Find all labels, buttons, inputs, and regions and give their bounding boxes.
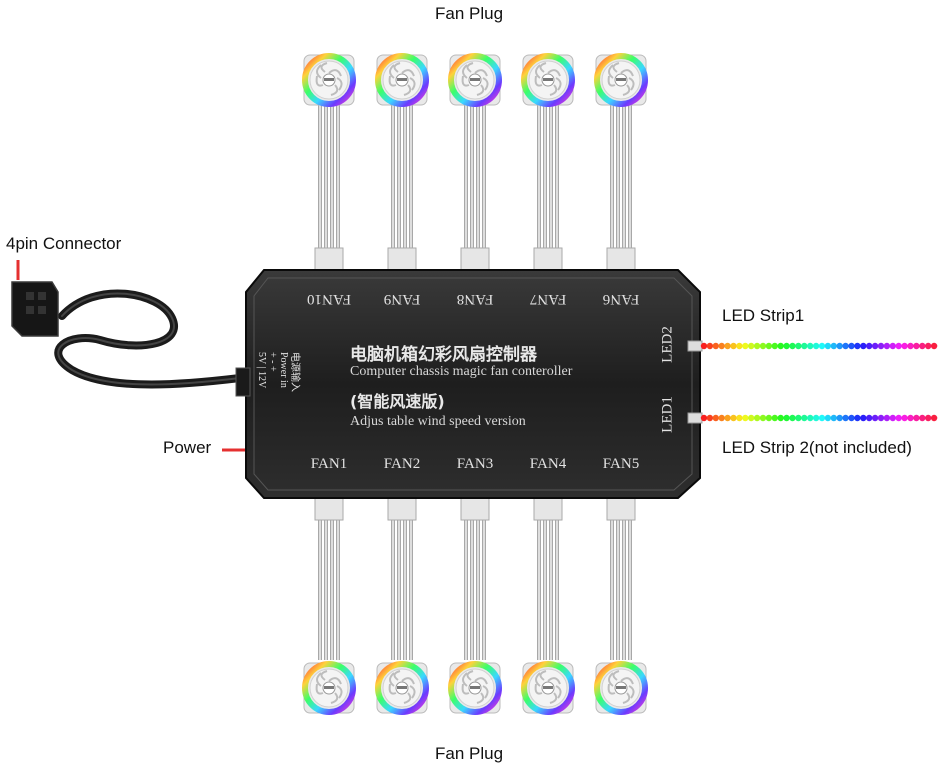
power-in-socket [235,367,251,397]
top-rgb-fan [450,55,500,105]
hub-title-cn: 电脑机箱幻彩风扇控制器 [350,345,537,365]
port-fan6: FAN6 [602,291,640,307]
bottom-cable-bundle [537,506,559,660]
bottom-cable-bundle [391,506,413,660]
top-cable-bundle [464,104,486,262]
bottom-fan-plug [460,497,490,521]
top-cable-bundle [391,104,413,262]
port-fan2: FAN2 [383,456,421,472]
bottom-cable-bundle [610,506,632,660]
bottom-fan-plug [606,497,636,521]
hub-subtitle-cn: (智能风速版) [350,392,445,411]
top-fan-plug [314,247,344,271]
controller-hub [245,269,701,499]
connector-label: 4pin Connector [6,234,122,253]
top-rgb-fan [304,55,354,105]
port-fan10: FAN10 [307,291,351,307]
top-cable-bundle [537,104,559,262]
power-in-marking: 电源输入 Power in + - + 5V | 12V [256,352,300,392]
port-fan5: FAN5 [602,456,640,472]
power-in-volts: 5V | 12V [256,352,267,389]
molex-connector [11,281,244,389]
led-strips [687,340,938,424]
top-fan-plug [387,247,417,271]
port-fan3: FAN3 [456,456,494,472]
top-fan-group [304,55,646,271]
hub-title-en: Computer chassis magic fan conteroller [350,364,573,379]
led-strip2-label: LED Strip 2(not included) [722,438,912,457]
bottom-fan-plug [314,497,344,521]
port-fan9: FAN9 [383,291,421,307]
top-rgb-fan [523,55,573,105]
port-fan8: FAN8 [456,291,494,307]
fan-plug-top-label: Fan Plug [435,4,504,23]
led-strip2 [687,412,938,424]
bottom-fan-plug [533,497,563,521]
top-cable-bundle [610,104,632,262]
port-led1: LED1 [659,396,676,433]
bottom-fan-plug [387,497,417,521]
bottom-rgb-fan [304,663,354,713]
top-rgb-fan [377,55,427,105]
bottom-rgb-fan [377,663,427,713]
power-label: Power [163,438,212,457]
bottom-rgb-fan [450,663,500,713]
bottom-rgb-fan [596,663,646,713]
bottom-fan-group [304,497,646,713]
led-strip1-label: LED Strip1 [722,306,805,325]
hub-subtitle-en: Adjus table wind speed version [350,414,526,429]
top-cable-bundle [318,104,340,262]
fan-plug-bottom-label: Fan Plug [435,744,504,763]
top-fan-plug [533,247,563,271]
port-fan1: FAN1 [310,456,348,472]
bottom-cable-bundle [464,506,486,660]
top-fan-plug [460,247,490,271]
port-fan4: FAN4 [529,456,567,472]
port-led2: LED2 [659,326,676,363]
power-in-cn: 电源输入 [289,352,300,392]
bottom-rgb-fan [523,663,573,713]
top-fan-plug [606,247,636,271]
port-fan7: FAN7 [529,291,567,307]
led-strip1 [687,340,938,352]
power-in-en: Power in [278,352,289,388]
top-rgb-fan [596,55,646,105]
power-in-pins: + - + [267,352,278,372]
bottom-cable-bundle [318,506,340,660]
